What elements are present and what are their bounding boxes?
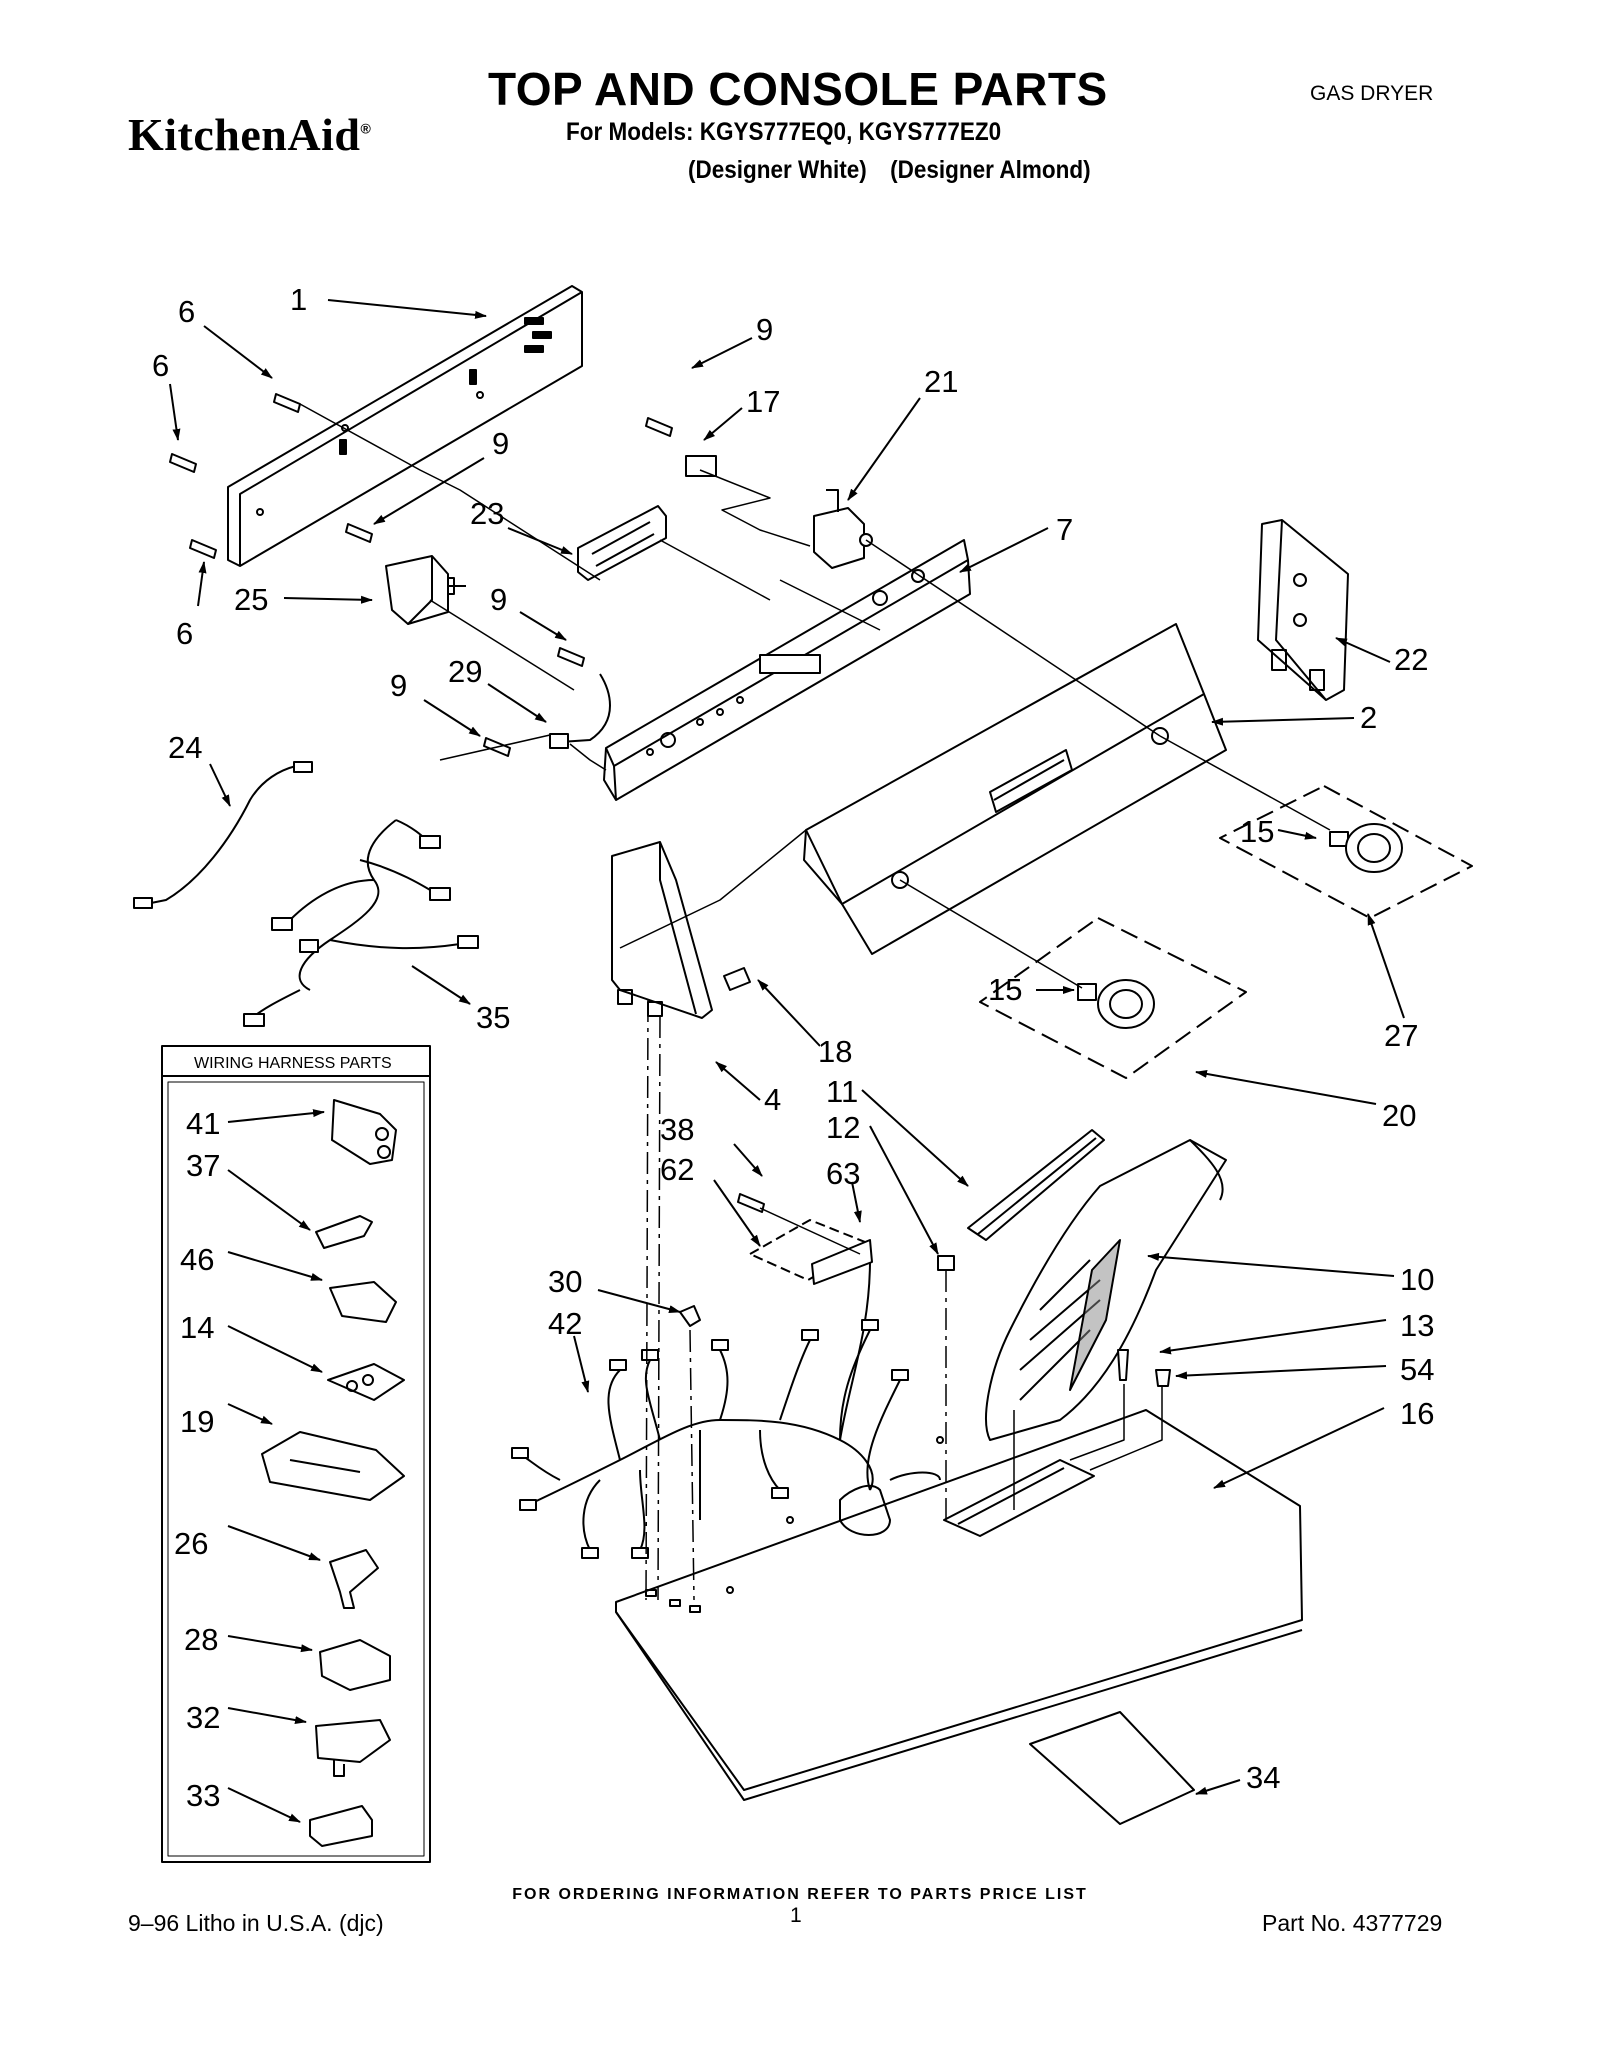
callout-4: 4 xyxy=(764,1082,781,1117)
lint-screen-10 xyxy=(985,1139,1227,1441)
callout-32: 32 xyxy=(186,1700,220,1735)
callout-9: 9 xyxy=(492,426,509,461)
switch-12 xyxy=(937,1255,955,1271)
part-number: Part No. 4377729 xyxy=(1262,1910,1443,1936)
clip-30 xyxy=(679,1305,701,1327)
switch-block-part xyxy=(577,505,667,581)
ordering-note: FOR ORDERING INFORMATION REFER TO PARTS … xyxy=(512,1886,1088,1903)
callout-26: 26 xyxy=(174,1526,208,1561)
screw-54 xyxy=(1155,1369,1171,1387)
appliance-type: GAS DRYER xyxy=(1310,82,1434,105)
end-cap-part xyxy=(1257,519,1349,701)
leader-arrows xyxy=(169,299,1405,1823)
callout-15: 15 xyxy=(988,972,1022,1007)
assembly-lines xyxy=(299,403,1331,1601)
variant-white: (Designer White) xyxy=(688,156,867,184)
registered-mark: ® xyxy=(360,120,372,137)
label-plate-62 xyxy=(749,1219,871,1281)
callout-9: 9 xyxy=(390,668,407,703)
lint-cover-11 xyxy=(967,1129,1105,1241)
callout-15: 15 xyxy=(1240,814,1274,849)
callout-54: 54 xyxy=(1400,1352,1434,1387)
callout-21: 21 xyxy=(924,364,958,399)
callout-35: 35 xyxy=(476,1000,510,1035)
knob-assembly-20 xyxy=(979,917,1247,1079)
wire-24 xyxy=(145,765,297,905)
callout-2: 2 xyxy=(1360,700,1377,735)
callout-9: 9 xyxy=(756,312,773,347)
callout-28: 28 xyxy=(184,1622,218,1657)
model-numbers: For Models: KGYS777EQ0, KGYS777EZ0 xyxy=(566,118,1002,146)
knob-assembly-27 xyxy=(1219,785,1473,919)
timer-part xyxy=(385,555,466,625)
callout-27: 27 xyxy=(1384,1018,1418,1053)
callout-38: 38 xyxy=(660,1112,694,1147)
callout-30: 30 xyxy=(548,1264,582,1299)
callout-42: 42 xyxy=(548,1306,582,1341)
callout-9: 9 xyxy=(490,582,507,617)
callout-24: 24 xyxy=(168,730,202,765)
callout-20: 20 xyxy=(1382,1098,1416,1133)
clamp-63 xyxy=(811,1239,873,1285)
wire-harness-29 xyxy=(559,673,611,743)
connector-part xyxy=(685,455,717,477)
callout-22: 22 xyxy=(1394,642,1428,677)
callout-62: 62 xyxy=(660,1152,694,1187)
callout-7: 7 xyxy=(1056,512,1073,547)
console-panel-part xyxy=(803,623,1227,955)
callout-41: 41 xyxy=(186,1106,220,1141)
callout-6: 6 xyxy=(176,616,193,651)
callout-17: 17 xyxy=(746,384,780,419)
model-variants: (Designer White) (Designer Almond) xyxy=(688,156,1091,185)
screws xyxy=(169,393,765,1213)
wire-harness-35 xyxy=(243,819,479,1027)
callout-37: 37 xyxy=(186,1148,220,1183)
callout-19: 19 xyxy=(180,1404,214,1439)
harness-panel-title: WIRING HARNESS PARTS xyxy=(194,1055,392,1072)
page-number: 1 xyxy=(790,1904,802,1927)
callout-25: 25 xyxy=(234,582,268,617)
callout-12: 12 xyxy=(826,1110,860,1145)
callout-46: 46 xyxy=(180,1242,214,1277)
variant-almond: (Designer Almond) xyxy=(890,156,1091,184)
page-title: TOP AND CONSOLE PARTS xyxy=(488,63,1108,115)
console-bracket-part xyxy=(603,539,971,801)
callout-23: 23 xyxy=(470,496,504,531)
callout-33: 33 xyxy=(186,1778,220,1813)
left-end-cap-part xyxy=(611,841,713,1019)
callout-16: 16 xyxy=(1400,1396,1434,1431)
main-wire-harness-42 xyxy=(511,1259,909,1559)
screw-13 xyxy=(1117,1349,1129,1381)
brand-name: KitchenAid xyxy=(128,109,361,160)
callout-10: 10 xyxy=(1400,1262,1434,1297)
print-info: 9–96 Litho in U.S.A. (djc) xyxy=(128,1910,384,1936)
callout-34: 34 xyxy=(1246,1760,1280,1795)
brand-logo: KitchenAid® xyxy=(128,108,371,161)
callout-13: 13 xyxy=(1400,1308,1434,1343)
top-bar-34 xyxy=(1029,1711,1195,1825)
harness-panel-items xyxy=(261,1099,405,1847)
callout-63: 63 xyxy=(826,1156,860,1191)
callout-labels: 1 6 6 6 9 25 9 9 29 23 9 17 21 7 22 2 15… xyxy=(152,282,1434,1813)
control-bracket-part xyxy=(227,285,583,567)
callout-29: 29 xyxy=(448,654,482,689)
callout-18: 18 xyxy=(818,1034,852,1069)
selector-switch-part xyxy=(813,489,873,569)
callout-6: 6 xyxy=(152,348,169,383)
dryer-top-16 xyxy=(615,1409,1303,1801)
callout-6: 6 xyxy=(178,294,195,329)
callout-1: 1 xyxy=(290,282,307,317)
callout-11: 11 xyxy=(826,1074,858,1109)
callout-14: 14 xyxy=(180,1310,214,1345)
